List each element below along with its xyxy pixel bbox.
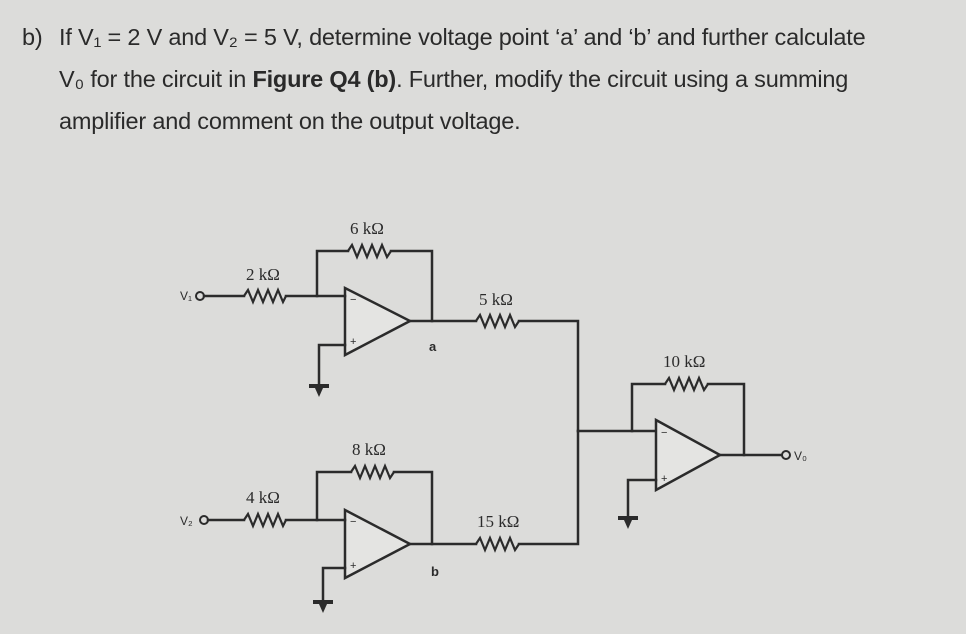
opamp-2-noninverting-sign: + [350,560,356,572]
resistor-r2-label: 6 kΩ [350,219,384,238]
question-line-2: V₀ for the circuit in Figure Q4 (b). Fur… [59,66,849,92]
figure-reference: Figure Q4 (b) [252,66,397,92]
resistor-r5-label: 8 kΩ [352,440,386,459]
opamp-3: − + [654,417,723,493]
resistor-r6 [475,535,520,553]
input-v1-label: V₁ [180,289,192,303]
resistor-r3-label: 5 kΩ [479,290,513,309]
wire-feedback-2-right [392,470,434,546]
resistor-r5 [350,463,395,481]
ground-1-icon [309,384,329,388]
opamp-2-inverting-sign: − [350,516,356,528]
opamp-1-inverting-sign: − [350,294,356,306]
resistor-r4 [243,511,287,529]
node-b-label: b [431,564,439,579]
input-v2-label: V₂ [180,514,193,528]
opamp-1-noninverting-sign: + [350,336,356,348]
wire-to-summing-bottom [517,429,580,546]
wire-feedback-1-right [389,249,434,323]
resistor-r1-label: 2 kΩ [246,265,280,284]
question-line-1: b)If V₁ = 2 V and V₂ = 5 V, determine vo… [22,24,866,50]
wire-feedback-1-left [315,249,350,298]
output-terminal [781,450,791,460]
wire-feedback-3-right [706,382,746,457]
resistor-r4-label: 4 kΩ [246,488,280,507]
question-line-3: amplifier and comment on the output volt… [59,108,521,134]
resistor-r7-label: 10 kΩ [663,352,705,371]
wire-to-summing-top [517,319,580,433]
wire-gnd-3 [626,478,658,518]
wire-gnd-2 [321,566,347,602]
question-text: b)If V₁ = 2 V and V₂ = 5 V, determine vo… [22,22,952,136]
resistor-r1 [243,287,287,305]
output-vo-label: V₀ [794,449,807,463]
resistor-r6-label: 15 kΩ [477,512,519,531]
node-a-label: a [429,339,437,354]
wire-feedback-3-left [630,382,667,433]
resistor-r3 [475,312,520,330]
opamp-2: − + [343,507,413,581]
opamp-3-noninverting-sign: + [661,473,667,485]
wire-feedback-2-left [315,470,353,522]
opamp-1: − + [343,285,413,358]
resistor-r7 [664,375,709,393]
opamp-3-inverting-sign: − [661,427,667,439]
ground-2-icon [313,600,333,604]
wire-gnd-1 [317,343,347,386]
ground-3-icon [618,516,638,520]
resistor-r2 [347,242,392,260]
question-label: b) [22,24,43,50]
